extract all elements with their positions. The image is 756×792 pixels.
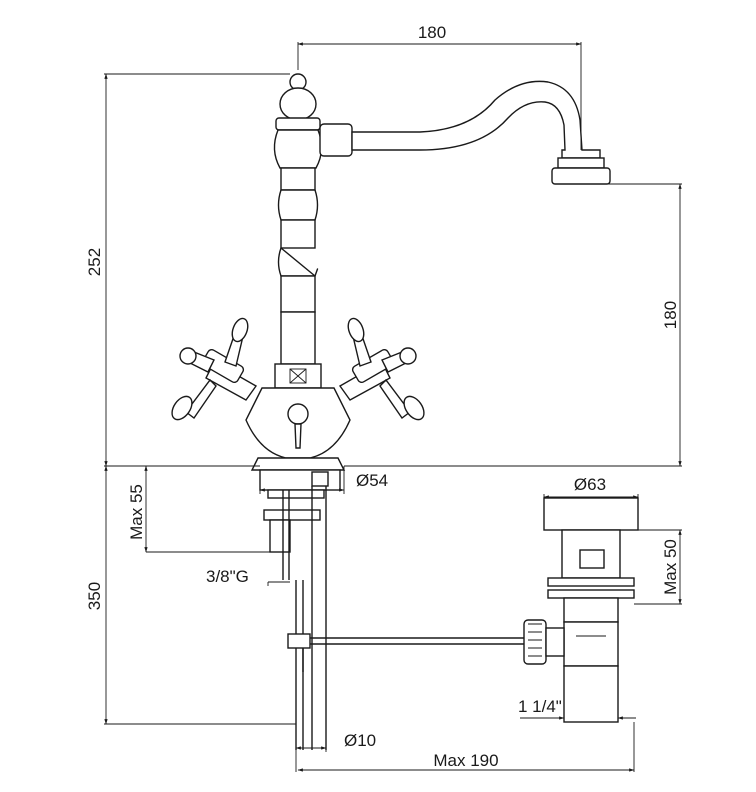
dim-base-diameter: Ø54 [356,471,388,490]
dim-max-55: Max 55 [127,484,146,540]
faucet-body [245,73,351,491]
dim-below-height: 350 [85,582,104,610]
dim-max-190: Max 190 [433,751,498,770]
dim-max-50: Max 50 [661,539,680,595]
dim-top-width: 180 [418,23,446,42]
dimension-lines [104,42,682,772]
dim-pipe-diameter: Ø10 [344,731,376,750]
dim-waste-diameter: Ø63 [574,475,606,494]
dim-waste-thread: 1 1/4" [518,697,562,716]
dim-spout-height: 180 [661,301,680,329]
left-handle [171,317,258,421]
dim-thread: 3/8"G [206,567,249,586]
under-counter-fittings [263,471,524,750]
spout [319,80,611,185]
dim-total-height: 252 [85,248,104,276]
popup-waste [523,497,639,723]
right-handle [338,317,425,421]
